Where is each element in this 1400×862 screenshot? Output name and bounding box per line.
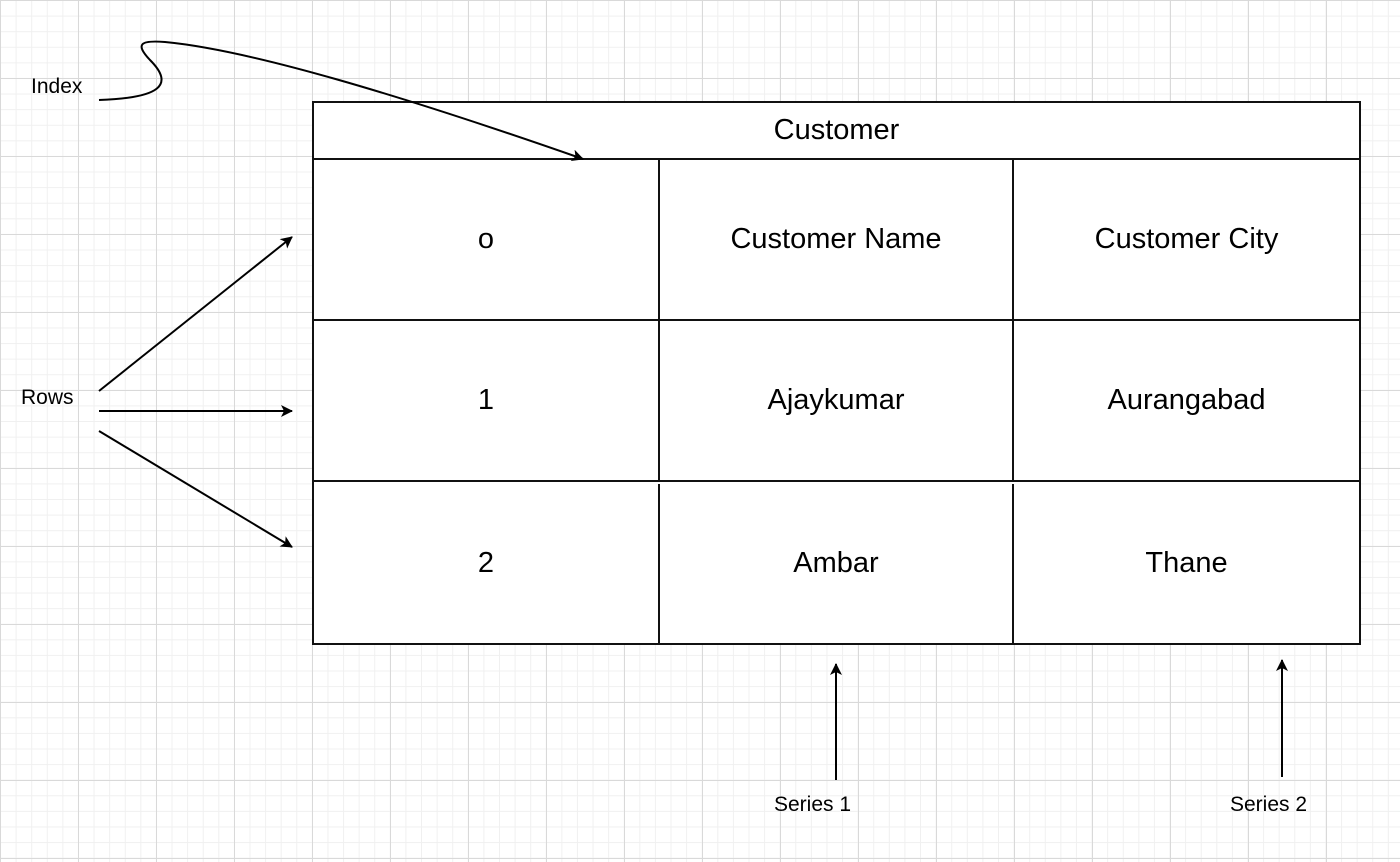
table-row: 1 Ajaykumar Aurangabad [314, 321, 1359, 482]
dataframe-table: Customer o Customer Name Customer City 1… [312, 101, 1361, 645]
series-2-label: Series 2 [1230, 793, 1308, 816]
table-row: o Customer Name Customer City [314, 160, 1359, 321]
customer-name-cell: Customer Name [660, 160, 1014, 319]
customer-city-cell: Thane [1145, 547, 1228, 579]
index-label: Index [31, 75, 83, 98]
table-row: 2 Ambar Thane [314, 484, 1359, 643]
customer-name-cell: Ajaykumar [660, 321, 1014, 480]
rows-arrow-bottom [98, 430, 293, 548]
series-1-label: Series 1 [774, 793, 852, 816]
table-body: o Customer Name Customer City 1 Ajaykuma… [314, 160, 1359, 643]
customer-city-cell: Aurangabad [1107, 384, 1266, 416]
customer-name-cell: Ambar [660, 484, 1014, 643]
customer-city-cell: Customer City [1094, 223, 1279, 255]
rows-label: Rows [21, 386, 74, 409]
index-cell: o [314, 160, 660, 319]
index-cell: 1 [314, 321, 660, 480]
index-cell: 2 [314, 484, 660, 643]
rows-arrow-top [98, 236, 293, 392]
table-title: Customer [314, 103, 1359, 160]
